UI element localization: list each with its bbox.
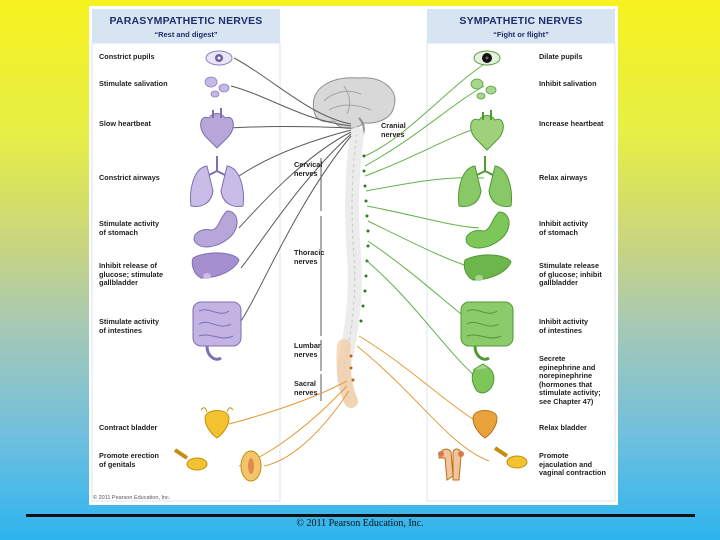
symp-heart: [470, 110, 504, 151]
footer-copyright: © 2011 Pearson Education, Inc.: [296, 518, 424, 529]
symp-label-7: Inhibit activity of intestines: [539, 317, 589, 335]
para-liver: [191, 252, 240, 279]
parasympathetic-panel: [91, 42, 281, 502]
symp-genitals: [438, 446, 528, 481]
para-label-4: Constrict airways: [99, 173, 160, 182]
footer-rule: [26, 514, 695, 517]
symp-label-2: Inhibit salivation: [539, 79, 597, 88]
para-label-8: Contract bladder: [99, 423, 158, 432]
figure-credit: © 2011 Pearson Education, Inc.: [93, 495, 171, 501]
symp-salivary: [470, 78, 497, 100]
parasympathetic-header: PARASYMPATHETIC NERVES “Rest and digest”: [92, 9, 280, 43]
symp-lungs: [458, 156, 512, 207]
sympathetic-header: SYMPATHETIC NERVES “Fight or flight”: [427, 9, 615, 43]
para-label-7: Stimulate activity of intestines: [99, 317, 160, 335]
symp-label-10: Promote ejaculation and vaginal contract…: [539, 451, 606, 477]
parasympathetic-title: PARASYMPATHETIC NERVES: [109, 15, 263, 27]
parasympathetic-nerves: [228, 57, 352, 325]
anatomy-illustration: [91, 42, 616, 502]
parasympathetic-subtitle: “Rest and digest”: [154, 30, 218, 39]
symp-label-4: Relax airways: [539, 173, 588, 182]
symp-stomach: [465, 211, 510, 249]
para-bladder: [200, 407, 234, 439]
symp-label-8: Secrete epinephrine and norepinephrine (…: [539, 354, 601, 406]
sympathetic-panel: [426, 42, 616, 502]
para-genitals: [173, 448, 262, 482]
lumbar-nerves-label: Lumbar nerves: [294, 341, 321, 359]
para-label-5: Stimulate activity of stomach: [99, 219, 160, 237]
symp-label-3: Increase heartbeat: [539, 119, 604, 128]
symp-liver: [463, 254, 512, 281]
para-stomach: [193, 210, 238, 248]
cervical-nerves-label: Cervical nerves: [294, 160, 323, 178]
spinal-ganglia-sacral: [349, 354, 355, 382]
sympathetic-subtitle: “Fight or flight”: [493, 30, 549, 39]
sympathetic-title: SYMPATHETIC NERVES: [459, 15, 583, 27]
symp-eye: [473, 50, 501, 66]
symp-label-9: Relax bladder: [539, 423, 587, 432]
para-intestines: [192, 301, 242, 361]
spinal-cord: [336, 127, 364, 408]
para-label-1: Constrict pupils: [99, 52, 155, 61]
para-lungs: [190, 156, 244, 207]
spinal-ganglia-symp: [359, 154, 370, 323]
sacral-symp-nerves: [356, 335, 490, 462]
symp-intestines: [460, 301, 514, 361]
para-eye: [205, 50, 233, 66]
para-salivary: [204, 76, 230, 98]
symp-label-1: Dilate pupils: [539, 52, 583, 61]
sacral-nerves-label: Sacral nerves: [294, 379, 318, 397]
cranial-nerves-label: Cranial nerves: [381, 121, 406, 139]
symp-label-6: Stimulate release of glucose; inhibit ga…: [539, 261, 602, 287]
brain: [312, 77, 396, 141]
para-label-9: Promote erection of genitals: [99, 451, 160, 469]
symp-adrenal: [471, 363, 495, 394]
para-label-3: Slow heartbeat: [99, 119, 151, 128]
para-label-6: Inhibit release of glucose; stimulate ga…: [99, 261, 164, 287]
symp-label-5: Inhibit activity of stomach: [539, 219, 589, 237]
nervous-system-figure: PARASYMPATHETIC NERVES “Rest and digest”…: [89, 6, 618, 505]
thoracic-nerves-label: Thoracic nerves: [294, 248, 325, 266]
para-heart: [200, 108, 234, 149]
para-label-2: Stimulate salivation: [99, 79, 168, 88]
symp-bladder: [472, 410, 498, 439]
